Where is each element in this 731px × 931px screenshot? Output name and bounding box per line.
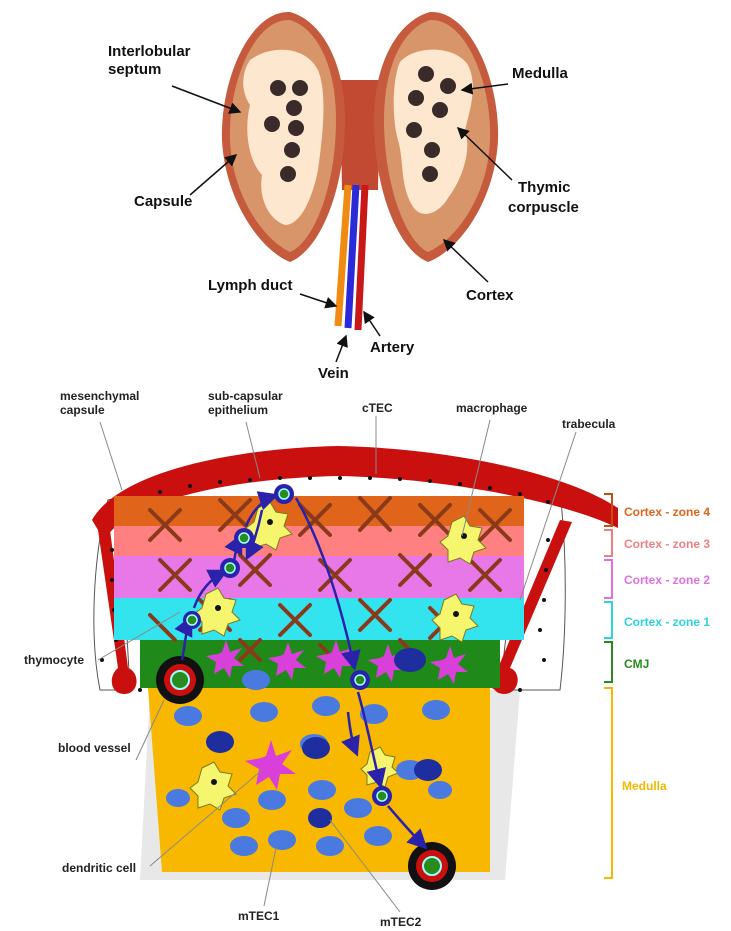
- corpuscle: [432, 102, 448, 118]
- label-medulla: Medulla: [512, 65, 568, 82]
- zone-legend: Cortex - zone 4 Cortex - zone 3 Cortex -…: [604, 494, 710, 878]
- isthmus: [340, 80, 380, 190]
- label-thymic-corpuscle-2: corpuscle: [508, 199, 579, 216]
- corpuscle: [440, 78, 456, 94]
- label-lymph-duct: Lymph duct: [208, 277, 292, 294]
- label-subcapsular-1: sub-capsular: [208, 389, 283, 403]
- label-ctec: cTEC: [362, 401, 393, 415]
- label-mtec1: mTEC1: [238, 909, 280, 923]
- corpuscle: [286, 100, 302, 116]
- corpuscle: [424, 142, 440, 158]
- zone-4-label: Cortex - zone 4: [624, 505, 710, 519]
- label-interlobular-2: septum: [108, 61, 161, 78]
- medulla-zone-label: Medulla: [622, 779, 667, 793]
- blood-vessel-right: [408, 842, 456, 890]
- label-subcapsular-2: epithelium: [208, 403, 268, 417]
- zone-1-label: Cortex - zone 1: [624, 615, 710, 629]
- corpuscle: [406, 122, 422, 138]
- label-thymic-corpuscle-1: Thymic: [518, 179, 571, 196]
- corpuscle: [418, 66, 434, 82]
- left-lobe: [222, 12, 345, 262]
- label-dendritic-cell: dendritic cell: [62, 861, 136, 875]
- blood-vessel-left: [156, 656, 204, 704]
- label-blood-vessel: blood vessel: [58, 741, 131, 755]
- label-mesenchymal-2: capsule: [60, 403, 105, 417]
- corpuscle: [284, 142, 300, 158]
- zone-3-label: Cortex - zone 3: [624, 537, 710, 551]
- corpuscle: [292, 80, 308, 96]
- label-mtec2: mTEC2: [380, 915, 422, 929]
- label-capsule: Capsule: [134, 193, 192, 210]
- label-trabecula: trabecula: [562, 417, 616, 431]
- label-vein: Vein: [318, 365, 349, 382]
- label-artery: Artery: [370, 339, 415, 356]
- label-thymocyte: thymocyte: [24, 653, 84, 667]
- thymus-section: mesenchymal capsule sub-capsular epithel…: [24, 389, 710, 929]
- corpuscle: [422, 166, 438, 182]
- label-cortex: Cortex: [466, 287, 514, 304]
- label-macrophage: macrophage: [456, 401, 528, 415]
- corpuscle: [408, 90, 424, 106]
- label-mesenchymal-1: mesenchymal: [60, 389, 139, 403]
- cmj-label: CMJ: [624, 657, 649, 671]
- label-interlobular-1: Interlobular: [108, 43, 191, 60]
- corpuscle: [270, 80, 286, 96]
- corpuscle: [280, 166, 296, 182]
- corpuscle: [264, 116, 280, 132]
- thymus-organ: Interlobular septum Capsule Medulla Thym…: [108, 12, 579, 382]
- right-lobe: [374, 12, 498, 262]
- zone-2-label: Cortex - zone 2: [624, 573, 710, 587]
- corpuscle: [288, 120, 304, 136]
- artery-vessel: [358, 185, 365, 330]
